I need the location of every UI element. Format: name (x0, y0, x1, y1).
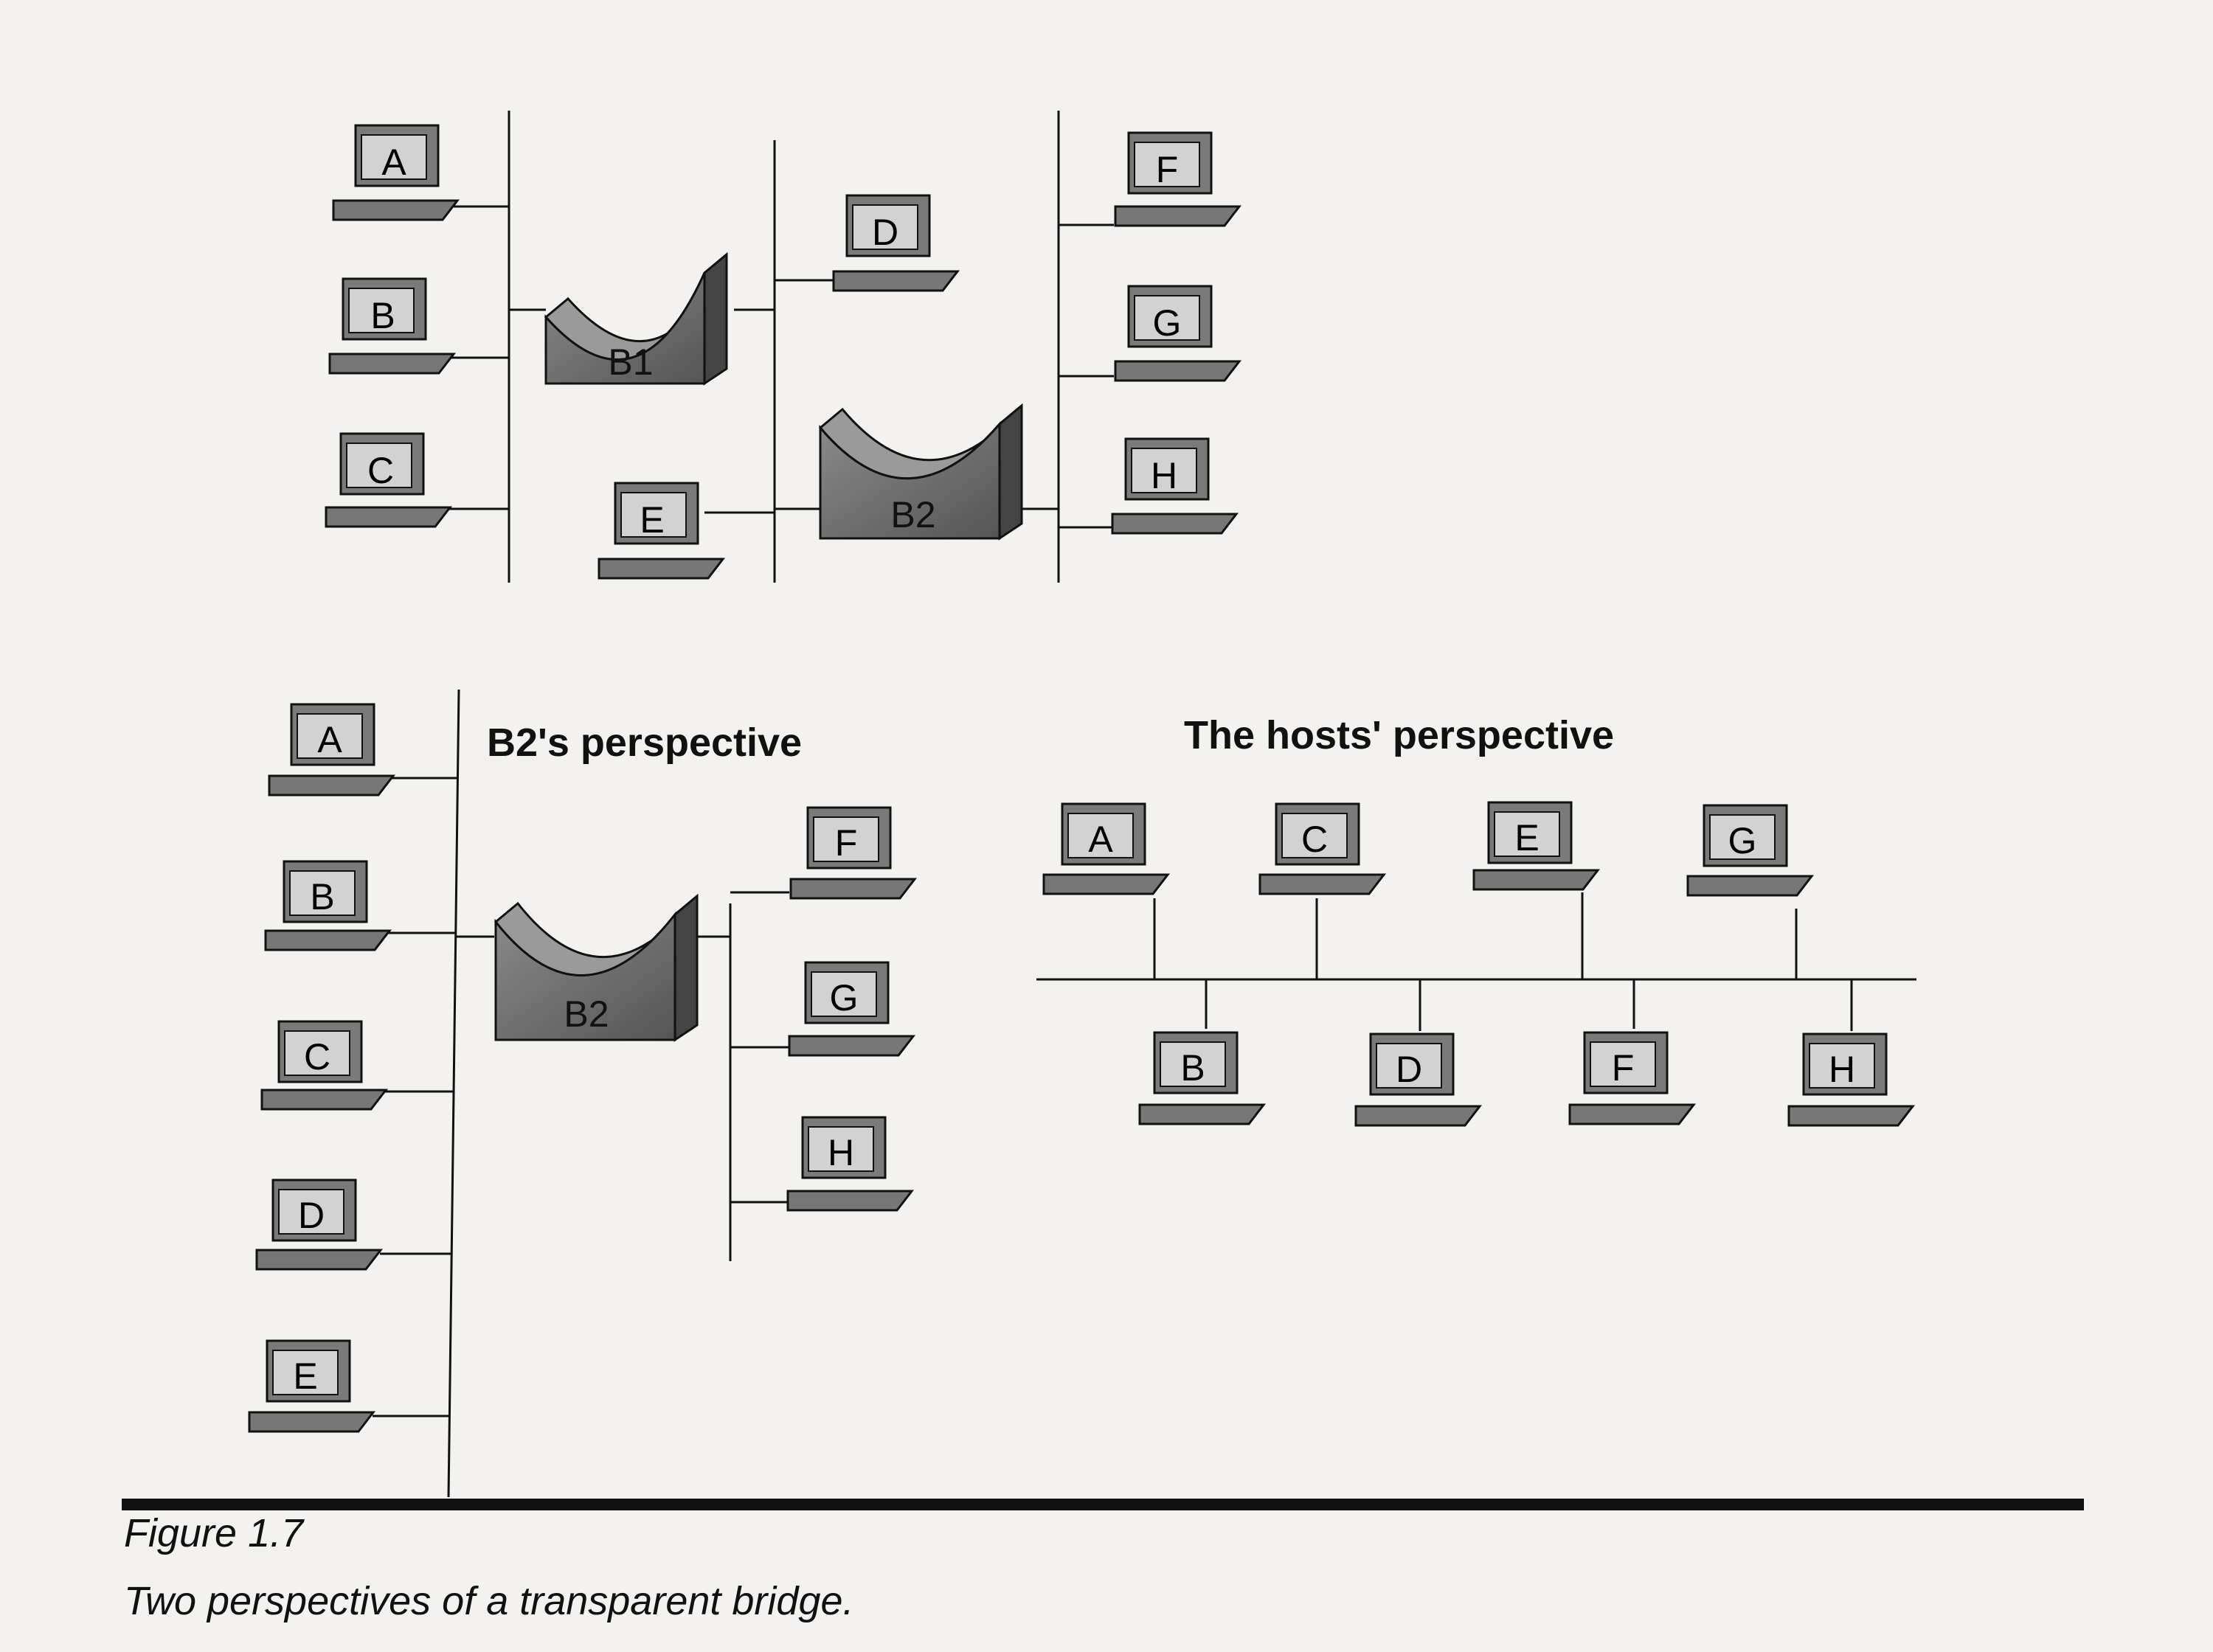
b2-perspective: B2's perspective B2 A (248, 689, 918, 1498)
host-f-shared-label: F (1612, 1047, 1635, 1089)
host-a-top-label: A (381, 142, 406, 183)
host-c-b2: C (260, 1020, 389, 1111)
host-h-shared-label: H (1829, 1049, 1855, 1090)
host-c-b2-label: C (304, 1036, 330, 1077)
host-g-shared: G (1686, 804, 1815, 897)
host-d-b2-label: D (298, 1195, 325, 1236)
host-e-shared-label: E (1514, 817, 1539, 858)
host-c-top: C (325, 432, 453, 528)
bridge-b2-perspective-label: B2 (564, 993, 609, 1035)
bridge-b1-label: B1 (608, 341, 653, 383)
host-d-b2: D (255, 1179, 384, 1271)
host-d-shared: D (1354, 1032, 1483, 1127)
host-b-top: B (328, 277, 457, 375)
host-h-b2-label: H (828, 1132, 854, 1173)
host-e-top: E (598, 482, 726, 580)
host-b-b2: B (264, 860, 392, 951)
host-f-b2: F (789, 806, 918, 900)
host-g-b2-label: G (830, 977, 859, 1018)
host-c-shared: C (1258, 802, 1387, 895)
host-d-top: D (832, 194, 960, 292)
hosts-perspective: The hosts' perspective A C (1036, 713, 1916, 1127)
host-e-b2: E (248, 1339, 376, 1433)
host-b-shared-label: B (1180, 1047, 1205, 1089)
b2-perspective-title: B2's perspective (487, 721, 802, 765)
host-b-shared: B (1138, 1031, 1267, 1125)
host-g-top-label: G (1153, 302, 1182, 344)
top-network: B1 B2 A B (325, 111, 1242, 583)
host-d-top-label: D (872, 212, 898, 253)
host-a-b2-label: A (317, 719, 342, 760)
host-g-shared-label: G (1728, 820, 1757, 861)
host-h-b2: H (786, 1116, 915, 1212)
host-g-b2: G (788, 961, 916, 1057)
host-h-top-label: H (1151, 455, 1177, 496)
host-h-top: H (1111, 437, 1239, 535)
host-e-shared: E (1472, 801, 1601, 891)
bridge-b2-top: B2 (818, 403, 1023, 541)
host-e-b2-label: E (293, 1356, 317, 1397)
host-b-top-label: B (370, 295, 395, 336)
host-a-shared-label: A (1088, 819, 1113, 860)
host-d-shared-label: D (1396, 1049, 1422, 1090)
host-e-top-label: E (640, 499, 664, 541)
bridge-b2-perspective: B2 (493, 893, 699, 1042)
bridge-b2-top-label: B2 (890, 494, 935, 535)
host-f-top-label: F (1156, 149, 1179, 190)
host-a-top: A (332, 124, 460, 221)
host-a-shared: A (1042, 802, 1171, 895)
host-c-top-label: C (367, 450, 394, 491)
host-c-shared-label: C (1301, 819, 1328, 860)
b2-left-segment-line (447, 689, 460, 1498)
host-g-top: G (1114, 285, 1242, 382)
caption-rule (122, 1499, 2084, 1510)
host-f-shared: F (1568, 1031, 1697, 1125)
host-f-b2-label: F (835, 822, 858, 864)
host-a-b2: A (268, 703, 396, 796)
figure-caption: Two perspectives of a transparent bridge… (124, 1579, 854, 1623)
bridge-b1: B1 (544, 251, 728, 386)
figure-number: Figure 1.7 (124, 1511, 304, 1555)
host-f-top: F (1114, 131, 1242, 227)
host-h-shared: H (1787, 1032, 1916, 1127)
host-b-b2-label: B (310, 876, 334, 917)
hosts-perspective-title: The hosts' perspective (1184, 713, 1614, 757)
